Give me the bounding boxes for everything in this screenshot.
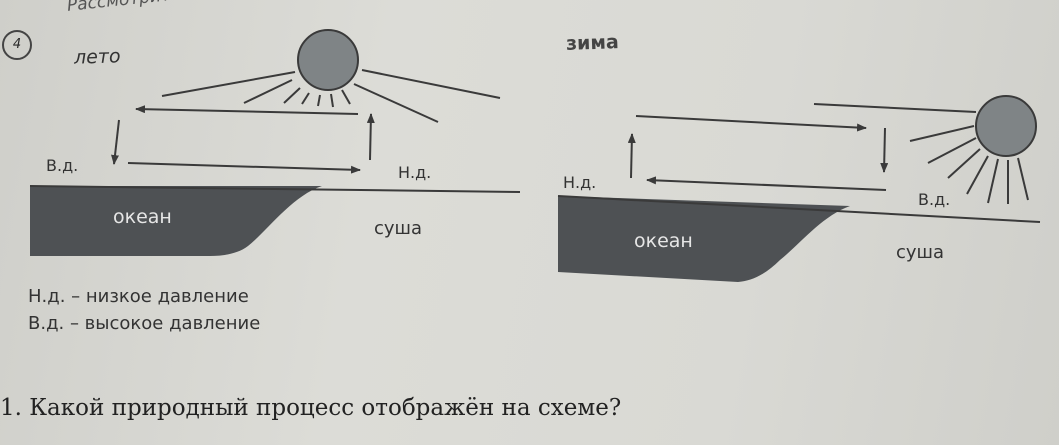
legend-low-pressure: Н.д. – низкое давление: [28, 286, 249, 307]
legend-high-pressure: В.д. – высокое давление: [28, 313, 261, 334]
winter-sun-rays: [813, 103, 1029, 204]
winter-ocean-label: океан: [634, 230, 693, 252]
winter-low-pressure-label: Н.д.: [563, 173, 597, 192]
winter-ground-line: [557, 195, 1041, 223]
summer-ground-line: [29, 185, 521, 193]
task-number-badge: 4: [2, 30, 32, 60]
summer-diagram: [29, 29, 521, 256]
summer-high-pressure-label: В.д.: [46, 156, 79, 175]
winter-lower-arrow: [646, 176, 887, 191]
summer-low-pressure-label: Н.д.: [398, 163, 432, 182]
winter-down-arrow: [880, 127, 889, 173]
winter-diagram: [557, 95, 1041, 282]
winter-ocean: [558, 196, 850, 282]
summer-ocean-label: океан: [113, 206, 172, 228]
question-text: 1. Какой природный процесс отображён на …: [0, 395, 622, 421]
summer-land-label: суша: [374, 218, 423, 239]
winter-upper-arrow: [635, 115, 867, 132]
winter-high-pressure-label: В.д.: [918, 190, 951, 209]
winter-season-label: зима: [565, 31, 620, 55]
summer-ocean: [30, 186, 322, 256]
summer-upper-arrow: [135, 105, 359, 115]
summer-season-label: лето: [73, 45, 121, 69]
summer-down-arrow: [111, 119, 120, 165]
summer-up-arrow: [366, 113, 375, 161]
summer-sun-rays: [161, 69, 501, 123]
winter-land-label: суша: [896, 242, 945, 263]
winter-up-arrow: [627, 133, 636, 179]
summer-lower-arrow: [127, 162, 361, 174]
winter-sun: [975, 95, 1037, 157]
summer-sun: [297, 29, 359, 91]
